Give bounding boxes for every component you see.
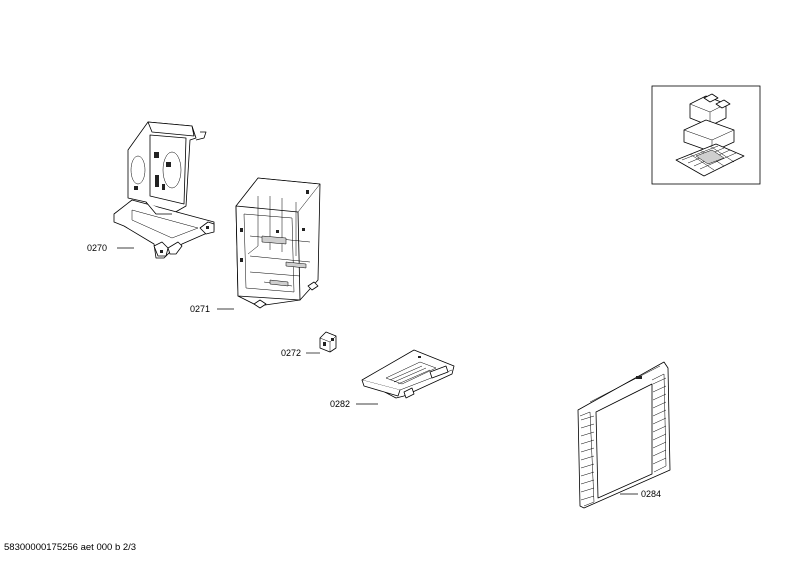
document-id: 58300000175256 aet 000 b 2/3 — [4, 542, 137, 553]
part-label-0270[interactable]: 0270 — [87, 243, 107, 253]
part-label-0282[interactable]: 0282 — [330, 399, 350, 409]
part-label-0272[interactable]: 0272 — [281, 348, 301, 358]
part-0282-cover[interactable] — [361, 349, 455, 399]
part-0270-bracket[interactable] — [113, 121, 215, 259]
part-label-0284[interactable]: 0284 — [641, 489, 661, 499]
part-label-0271[interactable]: 0271 — [190, 304, 210, 314]
part-0284-grille[interactable] — [577, 361, 671, 509]
part-0272-clip[interactable] — [319, 331, 337, 353]
overview-thumbnail[interactable] — [651, 85, 761, 185]
part-0271-housing[interactable] — [235, 177, 321, 309]
